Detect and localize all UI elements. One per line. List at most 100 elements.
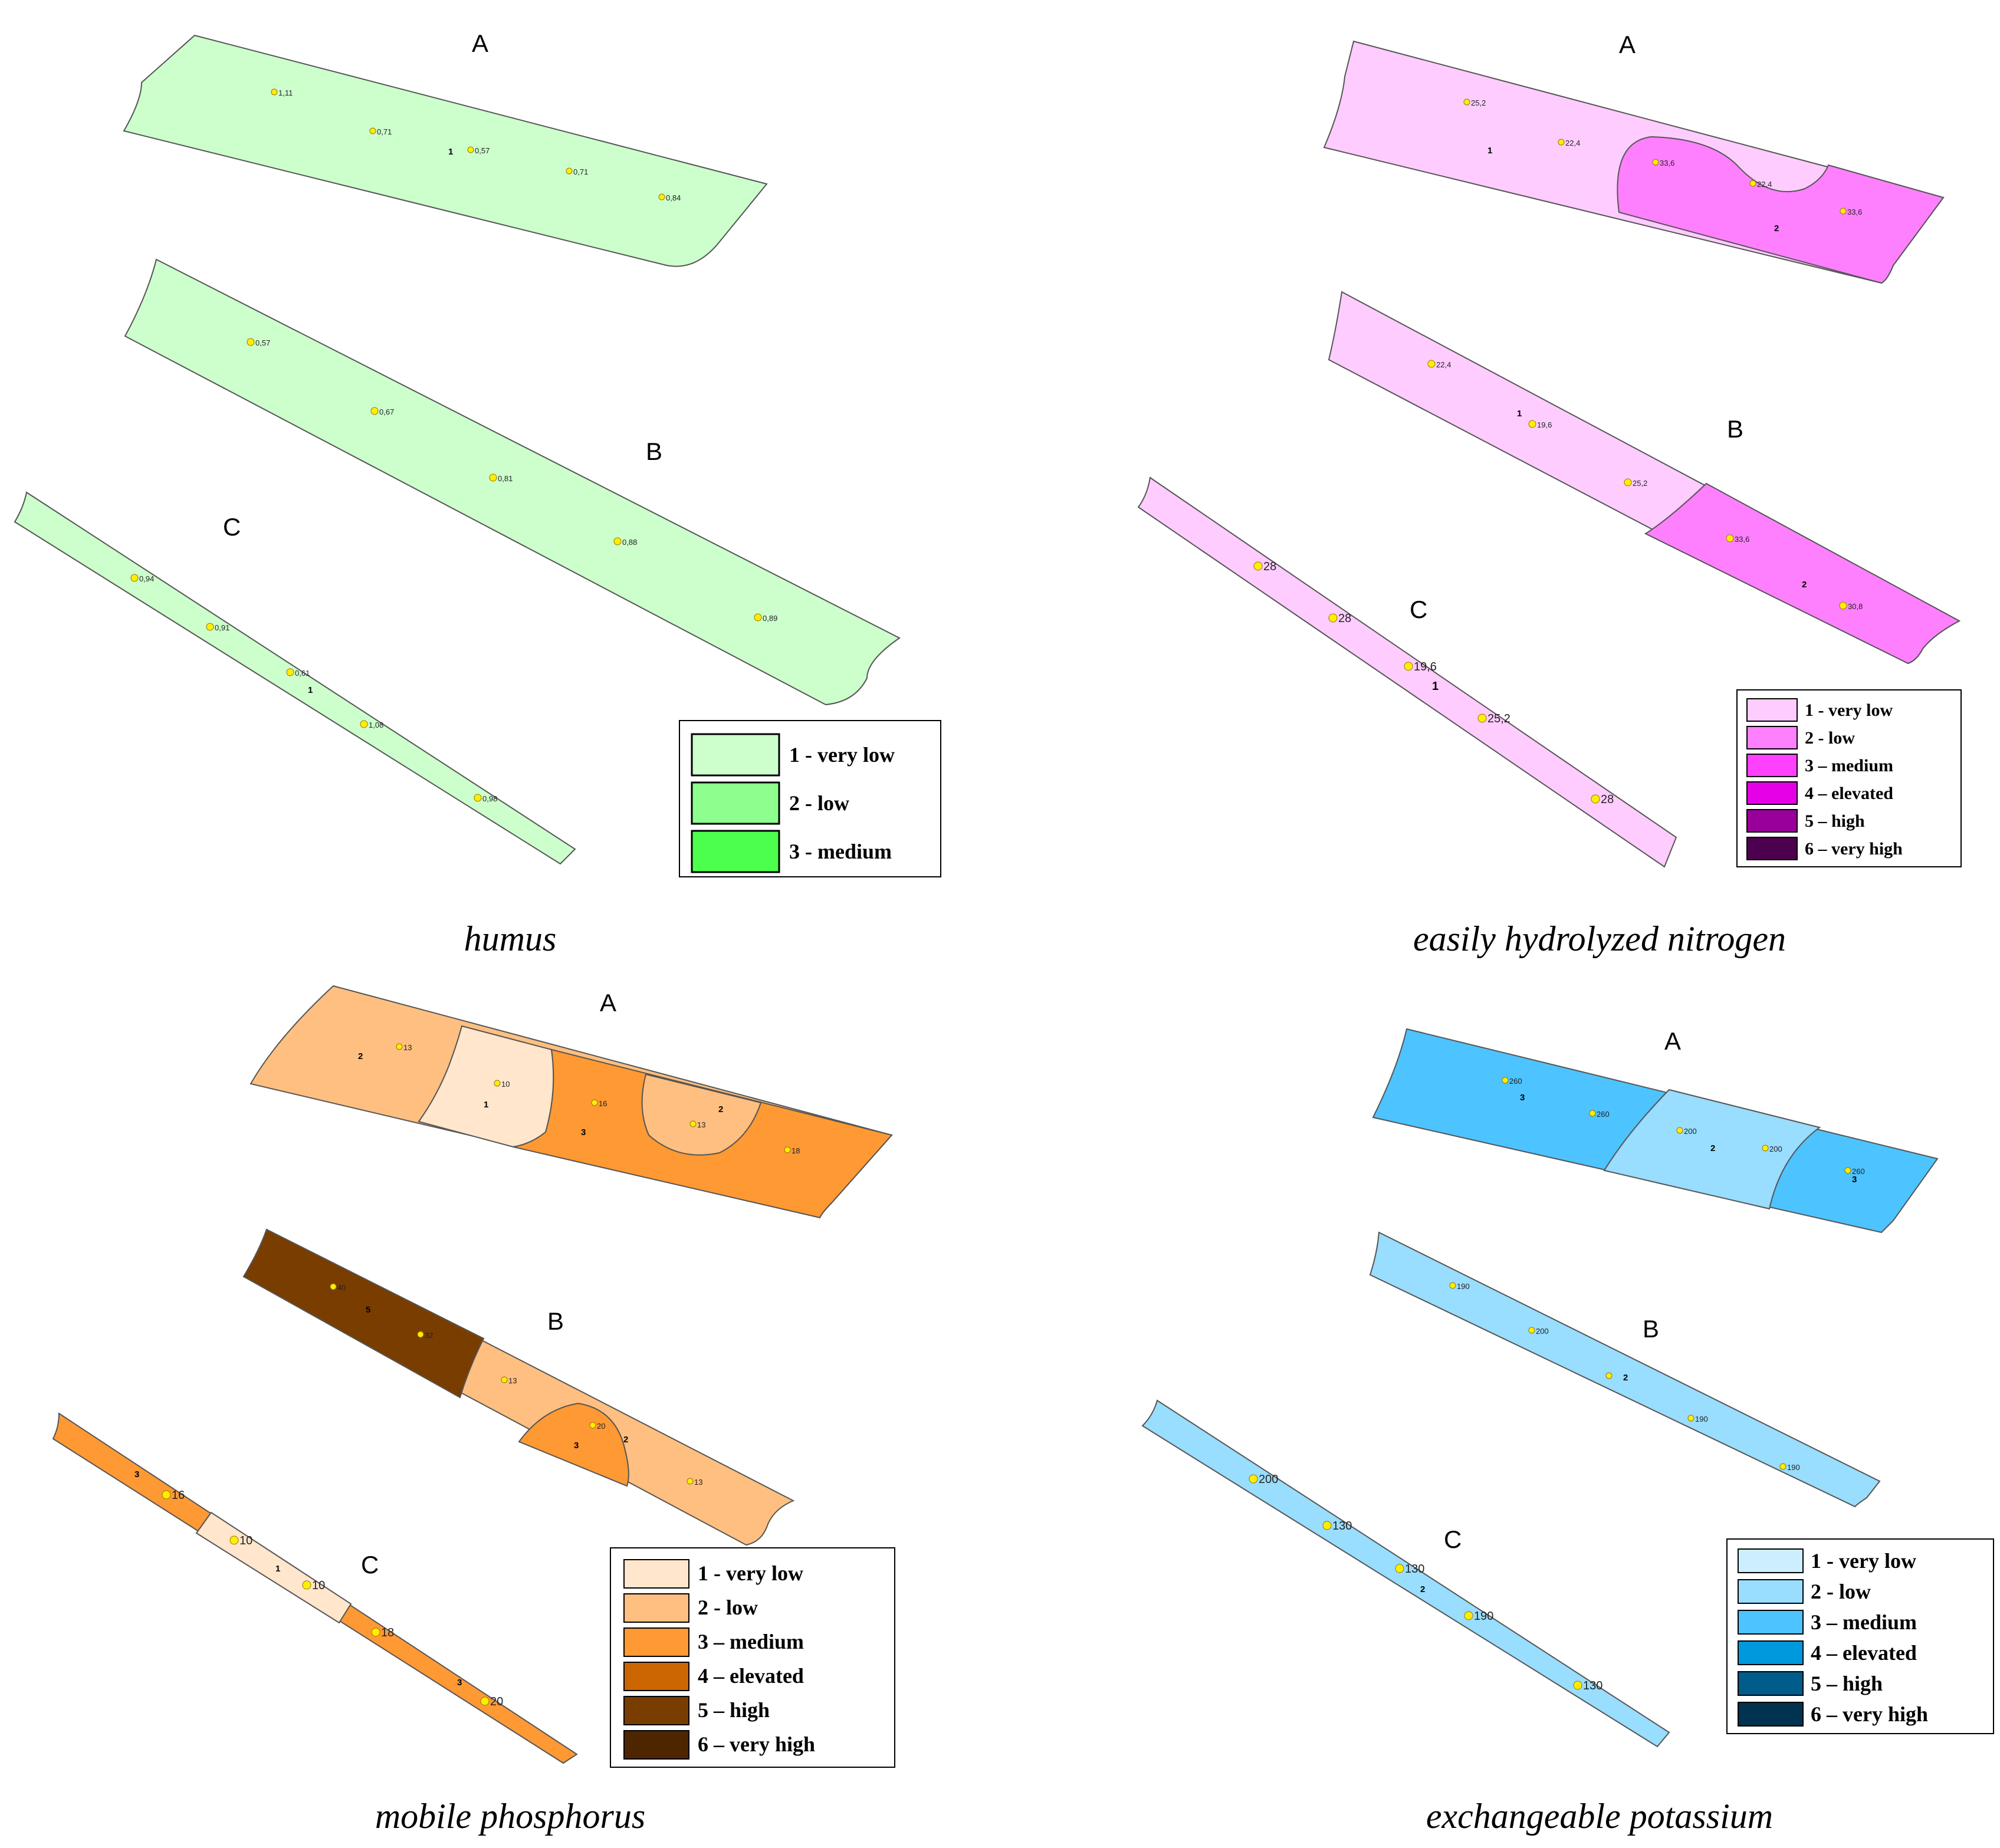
potassium-zone-number: 2 bbox=[1420, 1584, 1425, 1594]
phosphorus-point: 13 bbox=[396, 1043, 412, 1052]
potassium-point: 130 bbox=[1395, 1563, 1424, 1576]
phosphorus-zone-a2r bbox=[641, 1073, 762, 1156]
nitrogen-point: 25,2 bbox=[1624, 478, 1647, 488]
legend-swatch bbox=[623, 1593, 689, 1623]
humus-point: 0,57 bbox=[467, 146, 490, 155]
svg-text:0,81: 0,81 bbox=[498, 474, 513, 483]
potassium-field-b: B 2 190 200 190 190 bbox=[1369, 1231, 1881, 1508]
humus-point: 0,71 bbox=[369, 127, 392, 136]
legend-label: 1 - very low bbox=[789, 743, 895, 767]
humus-point: 0,57 bbox=[247, 338, 270, 347]
phosphorus-point: 13 bbox=[689, 1120, 705, 1129]
svg-text:16: 16 bbox=[172, 1489, 185, 1502]
phosphorus-point: 13 bbox=[687, 1478, 702, 1487]
svg-text:0,88: 0,88 bbox=[622, 538, 637, 547]
svg-text:190: 190 bbox=[1695, 1415, 1708, 1423]
svg-text:1,08: 1,08 bbox=[369, 721, 383, 729]
svg-text:200: 200 bbox=[1684, 1127, 1697, 1136]
nitrogen-field-label-a: A bbox=[1619, 31, 1636, 58]
svg-text:30,8: 30,8 bbox=[1848, 602, 1863, 611]
humus-field-a: A 1 1,11 0,71 0,57 0,71 0,84 bbox=[123, 29, 768, 267]
humus-point: 1,08 bbox=[360, 720, 383, 729]
humus-zone-a1 bbox=[123, 34, 768, 267]
phosphorus-point: 13 bbox=[501, 1376, 517, 1385]
phosphorus-zone-number: 2 bbox=[623, 1435, 628, 1445]
svg-text:0,89: 0,89 bbox=[763, 614, 777, 623]
svg-text:1,11: 1,11 bbox=[278, 88, 293, 97]
nitrogen-zone-c1 bbox=[1137, 476, 1677, 868]
potassium-zone-b2 bbox=[1369, 1231, 1881, 1508]
svg-text:190: 190 bbox=[1474, 1610, 1493, 1623]
potassium-point: 190 bbox=[1687, 1415, 1708, 1423]
svg-text:0,61: 0,61 bbox=[295, 669, 310, 678]
phosphorus-zone-number: 2 bbox=[718, 1104, 723, 1114]
legend-label: 5 – high bbox=[698, 1698, 770, 1722]
svg-text:0,57: 0,57 bbox=[475, 146, 490, 155]
legend-swatch bbox=[623, 1627, 689, 1657]
nitrogen-point: 19,6 bbox=[1528, 420, 1552, 429]
phosphorus-point: 20 bbox=[480, 1695, 503, 1708]
legend-label: 3 – medium bbox=[1811, 1610, 1917, 1634]
legend-swatch bbox=[1738, 1640, 1804, 1665]
svg-text:0,91: 0,91 bbox=[215, 623, 229, 632]
humus-point: 0,71 bbox=[566, 167, 588, 176]
svg-text:0,71: 0,71 bbox=[377, 127, 392, 136]
svg-text:13: 13 bbox=[694, 1478, 702, 1487]
svg-text:0,94: 0,94 bbox=[139, 574, 154, 583]
potassium-point: 260 bbox=[1844, 1167, 1865, 1176]
humus-point: 0,84 bbox=[658, 193, 681, 202]
legend-label: 3 – medium bbox=[698, 1630, 804, 1653]
phosphorus-point: 18 bbox=[371, 1626, 394, 1639]
potassium-point: 260 bbox=[1502, 1077, 1522, 1086]
legend-label: 6 – very high bbox=[1805, 839, 1903, 859]
potassium-field-label-a: A bbox=[1664, 1027, 1681, 1055]
humus-field-c: C 1 0,94 0,91 0,61 1,08 0,98 bbox=[14, 491, 576, 865]
svg-text:10: 10 bbox=[312, 1579, 325, 1592]
phosphorus-point: 10 bbox=[494, 1080, 510, 1089]
humus-point: 0,91 bbox=[206, 623, 229, 632]
legend-swatch bbox=[691, 733, 780, 777]
caption-nitrogen: easily hydrolyzed nitrogen bbox=[1413, 919, 1786, 958]
legend-label: 4 – elevated bbox=[1811, 1641, 1917, 1665]
svg-text:10: 10 bbox=[501, 1080, 510, 1089]
phosphorus-zone-number: 3 bbox=[581, 1127, 586, 1137]
phosphorus-field-b: B 5 3 2 40 32 13 20 13 bbox=[242, 1228, 795, 1546]
potassium-field-label-c: C bbox=[1444, 1525, 1462, 1553]
nitrogen-point: 22,4 bbox=[1558, 139, 1580, 147]
legend-label: 4 – elevated bbox=[1805, 784, 1893, 803]
legend-swatch bbox=[1738, 1548, 1804, 1573]
potassium-zone-number: 3 bbox=[1852, 1175, 1857, 1185]
legend-swatch bbox=[623, 1559, 689, 1589]
humus-point: 0,94 bbox=[130, 574, 154, 583]
panel-nitrogen: A 1 2 25,2 22,4 33,6 22,4 33,6 B 1 2 22,… bbox=[1137, 31, 1962, 958]
nitrogen-field-label-b: B bbox=[1727, 415, 1743, 443]
panel-humus: A 1 1,11 0,71 0,57 0,71 0,84 B 0,57 0,67… bbox=[14, 29, 941, 958]
phosphorus-field-a: A 2 1 3 2 13 10 16 13 18 bbox=[249, 985, 893, 1219]
phosphorus-point: 10 bbox=[229, 1534, 252, 1547]
panel-phosphorus: A 2 1 3 2 13 10 16 13 18 B 5 3 2 40 32 1… bbox=[52, 985, 895, 1836]
nitrogen-zone-number: 1 bbox=[1432, 680, 1439, 693]
svg-text:0,67: 0,67 bbox=[379, 407, 394, 416]
nitrogen-point: 25,2 bbox=[1477, 712, 1510, 725]
svg-text:28: 28 bbox=[1263, 560, 1276, 573]
nitrogen-point: 22,4 bbox=[1749, 180, 1772, 189]
legend-swatch bbox=[1746, 809, 1798, 833]
humus-point: 0,61 bbox=[286, 668, 310, 678]
svg-text:13: 13 bbox=[403, 1043, 412, 1052]
svg-text:22,4: 22,4 bbox=[1757, 180, 1772, 189]
nitrogen-point: 33,6 bbox=[1726, 534, 1749, 544]
potassium-legend: 1 - very low 2 - low 3 – medium 4 – elev… bbox=[1726, 1538, 1994, 1734]
potassium-point: 130 bbox=[1573, 1679, 1602, 1692]
nitrogen-field-label-c: C bbox=[1410, 596, 1427, 623]
legend-swatch bbox=[691, 781, 780, 825]
nitrogen-point: 28 bbox=[1253, 560, 1276, 573]
legend-label: 6 – very high bbox=[698, 1732, 815, 1756]
caption-phosphorus: mobile phosphorus bbox=[375, 1797, 645, 1836]
phosphorus-field-label-c: C bbox=[361, 1551, 379, 1579]
nitrogen-zone-number: 1 bbox=[1517, 409, 1522, 419]
humus-field-b: B 0,57 0,67 0,81 0,88 0,89 bbox=[124, 258, 901, 706]
nitrogen-point: 22,4 bbox=[1427, 360, 1451, 369]
potassium-zone-number: 3 bbox=[1520, 1093, 1525, 1103]
nitrogen-point: 28 bbox=[1328, 612, 1351, 625]
